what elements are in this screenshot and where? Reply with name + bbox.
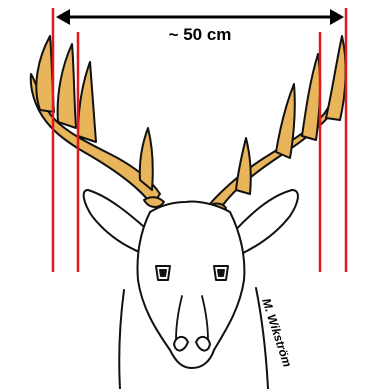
face [138,201,245,368]
left-antler [31,36,164,207]
width-label: ~ 50 cm [169,25,232,44]
right-antler [206,36,346,213]
deer-head [84,190,298,368]
width-arrow [56,9,344,25]
artist-signature: M. Wikström [259,297,294,369]
